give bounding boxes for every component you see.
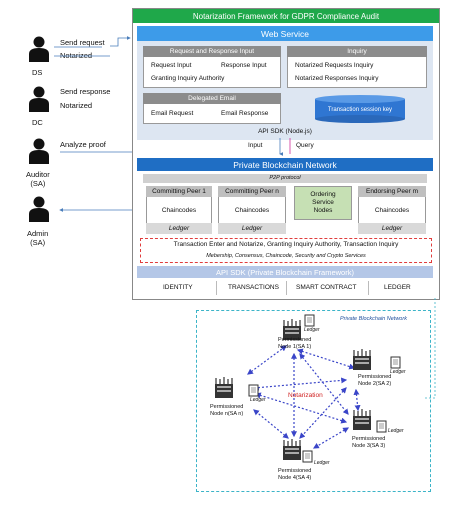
node-1-server-icon — [283, 319, 301, 340]
notarization-label: Notarization — [288, 392, 323, 399]
email-request-label: Email Request — [151, 110, 194, 117]
api-smart-contract-label: SMART CONTRACT — [296, 284, 357, 291]
granting-inquiry-label: Granting Inquiry Authority — [151, 75, 225, 82]
inquiry-title: Inquiry — [287, 46, 427, 57]
endorsing-peer-ledger: Ledger — [358, 223, 426, 234]
membership-line: Mebership, Consensus, Chaincode, Securit… — [206, 253, 366, 259]
node-2-server-icon — [353, 349, 371, 370]
response-input-label: Response Input — [221, 62, 267, 69]
p2p-bar — [143, 174, 427, 183]
actor-connectors — [59, 36, 136, 212]
api-ledger-label: LEDGER — [384, 284, 411, 291]
node-2-ledger-label: Ledger — [390, 369, 406, 375]
node-n-ledger-icon — [248, 384, 259, 397]
committing-peer-1-title: Committing Peer 1 — [146, 186, 212, 197]
node-2-label: Permissioned Node 2(SA 2) — [358, 374, 392, 387]
node-n-ledger-label: Ledger — [250, 397, 266, 403]
auditor-label: Auditor (SA) — [26, 170, 50, 188]
api-query-label: Query — [296, 142, 314, 149]
dc-action-notarized: Notarized — [60, 101, 93, 110]
committing-peer-1-chaincodes: Chaincodes — [161, 207, 197, 214]
committing-peer-n-ledger: Ledger — [218, 223, 286, 234]
node-mesh-arrows — [247, 345, 361, 449]
notarized-responses-label: Notarized Responses Inquiry — [295, 75, 379, 82]
committing-peer-n-title: Committing Peer n — [218, 186, 286, 197]
session-key-label: Transaction session key — [327, 107, 393, 113]
notarized-requests-label: Notarized Requests Inquiry — [295, 62, 374, 69]
transaction-services-box — [140, 238, 432, 263]
email-response-label: Email Response — [221, 110, 269, 117]
api-transactions-label: TRANSACTIONS — [228, 284, 279, 291]
ds-arrows — [54, 46, 110, 57]
api-identity-label: IDENTITY — [163, 284, 193, 291]
auditor-action-analyze: Analyze proof — [60, 140, 106, 149]
network-diagram-box — [196, 310, 431, 492]
endorsing-peer-title: Endorsing Peer m — [358, 186, 426, 197]
p2p-label: P2P protocol — [269, 175, 301, 181]
api-sdk-node-title: API SDK (Node.js) — [258, 128, 312, 135]
api-item-divider-3 — [368, 281, 369, 295]
network-diagram-title: Private Blockchain Network — [340, 316, 407, 322]
committing-peer-n-chaincodes: Chaincodes — [234, 207, 270, 214]
request-input-label: Request Input — [151, 62, 192, 69]
ordering-service-box: Ordering Service Nodes — [294, 186, 352, 220]
delegated-email-title: Delegated Email — [143, 93, 281, 104]
ds-action-send: Send request — [60, 38, 105, 47]
session-key-database-icon — [315, 95, 405, 123]
framework-to-network-connector — [424, 298, 436, 399]
admin-person-icon — [29, 196, 49, 222]
api-item-divider-2 — [286, 281, 287, 295]
web-service-title: Web Service — [137, 26, 433, 41]
node-1-ledger-icon — [304, 314, 315, 327]
api-flow-arrows — [279, 138, 291, 156]
node-4-server-icon — [283, 439, 301, 460]
admin-label: Admin (SA) — [27, 229, 49, 247]
node-3-server-icon — [353, 409, 371, 430]
ds-label: DS — [32, 68, 43, 77]
dc-action-send: Send response — [60, 87, 111, 96]
auditor-person-icon — [29, 138, 49, 164]
framework-title: Notarization Framework for GDPR Complian… — [133, 9, 439, 23]
api-input-label: Input — [248, 142, 263, 149]
api-item-divider-1 — [216, 281, 217, 295]
request-response-title: Request and Response Input — [143, 46, 281, 57]
node-4-ledger-icon — [302, 450, 313, 463]
node-1-label: Permissioned Node 1(SA 1) — [278, 337, 312, 350]
endorsing-peer-chaincodes: Chaincodes — [374, 207, 410, 214]
node-n-label: Permissioned Node n(SA n) — [210, 404, 244, 417]
node-3-ledger-icon — [376, 420, 387, 433]
api-sdk-framework-title: API SDK (Private Blockchain Framework) — [137, 266, 433, 278]
node-4-ledger-label: Ledger — [314, 460, 330, 466]
node-2-ledger-icon — [390, 356, 401, 369]
committing-peer-1-ledger: Ledger — [146, 223, 212, 234]
node-3-label: Permissioned Node 3(SA 3) — [352, 436, 386, 449]
dc-label: DC — [32, 118, 43, 127]
dc-person-icon — [29, 86, 49, 112]
ds-action-notarized: Notarized — [60, 51, 93, 60]
ds-person-icon — [29, 36, 49, 62]
private-network-title: Private Blockchain Network — [137, 158, 433, 171]
node-n-server-icon — [215, 377, 233, 398]
node-3-ledger-label: Ledger — [388, 428, 404, 434]
transaction-line: Transaction Enter and Notarize, Granting… — [173, 241, 399, 248]
node-1-ledger-label: Ledger — [304, 327, 320, 333]
node-4-label: Permissioned Node 4(SA 4) — [278, 468, 312, 481]
